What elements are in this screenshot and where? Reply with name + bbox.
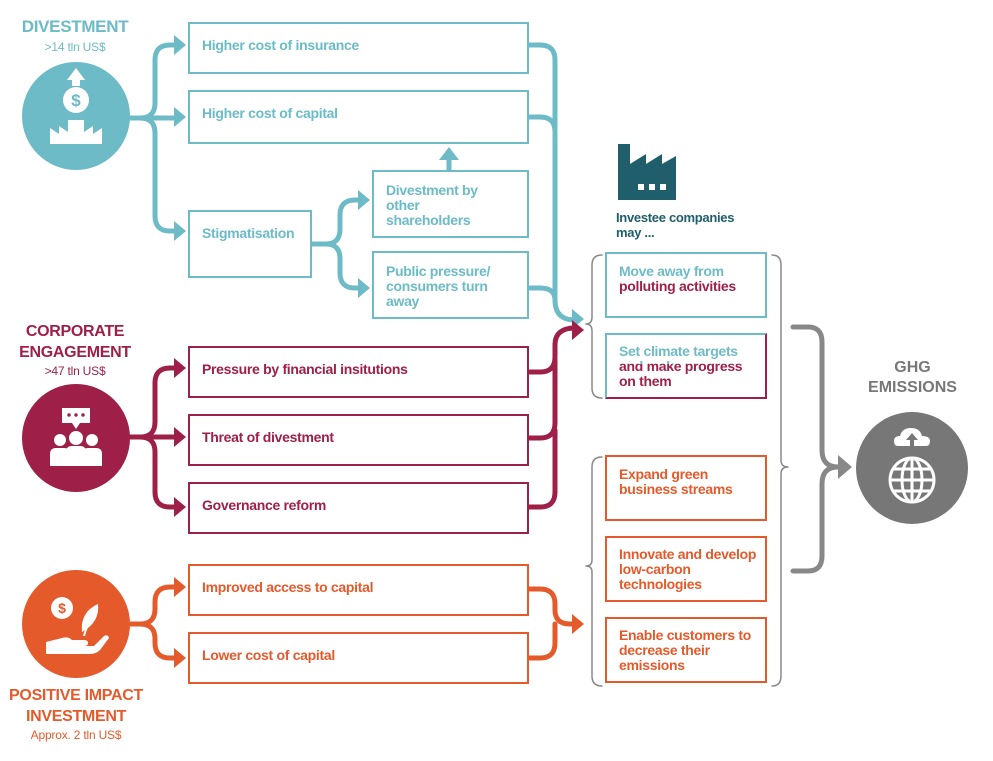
engagement-circle [22,384,130,492]
box-public-pressure: Public pressure/ consumers turn away [372,251,529,319]
impact-title-line2: INVESTMENT [25,708,127,725]
box-higher-cost-insurance: Higher cost of insurance [188,22,529,74]
action-expand-green-streams: Expand green business streams [605,455,767,521]
svg-text:$: $ [58,600,66,616]
impact-amount: Approx. 2 tln US$ [30,728,122,742]
investee-label: Investee companies may ... [616,210,735,240]
hand-plant-dollar-icon: $ [46,597,109,654]
impact-title-line1: POSITIVE IMPACT [9,687,143,704]
globe-cloud-icon [888,428,936,504]
box-pressure-financial-institutions: Pressure by financial insitutions [188,346,529,398]
ghg-title-line1: GHG [894,359,931,376]
box-lower-cost-capital: Lower cost of capital [188,632,529,684]
box-improved-access-capital: Improved access to capital [188,564,529,616]
engagement-title-line2: ENGAGEMENT [19,344,131,361]
action-enable-customers: Enable customers to decrease their emiss… [605,617,767,683]
divestment-dollar-icon: $ [50,68,102,144]
people-speech-icon [50,408,102,466]
impact-circle: $ [22,570,130,678]
action-innovate-low-carbon: Innovate and develop low-carbon technolo… [605,536,767,602]
box-stigmatisation: Stigmatisation [188,210,312,278]
engagement-amount: >47 tln US$ [44,364,106,378]
divestment-circle: $ [22,62,130,170]
factory-icon [618,144,676,200]
divestment-amount: >14 tln US$ [44,40,106,54]
ghg-title-line2: EMISSIONS [868,379,957,396]
engagement-title-line1: CORPORATE [25,323,125,340]
action-move-away-polluting: Move away from polluting activities [605,252,767,318]
box-higher-cost-capital: Higher cost of capital [188,90,529,144]
box-governance-reform: Governance reform [188,482,529,534]
box-threat-of-divestment: Threat of divestment [188,414,529,466]
box-divestment-other-shareholders: Divestment by other shareholders [372,170,529,238]
divestment-title: DIVESTMENT [21,17,129,36]
svg-text:$: $ [71,91,81,110]
action-set-climate-targets: Set climate targets and make progress on… [605,333,767,399]
ghg-circle [856,412,968,524]
